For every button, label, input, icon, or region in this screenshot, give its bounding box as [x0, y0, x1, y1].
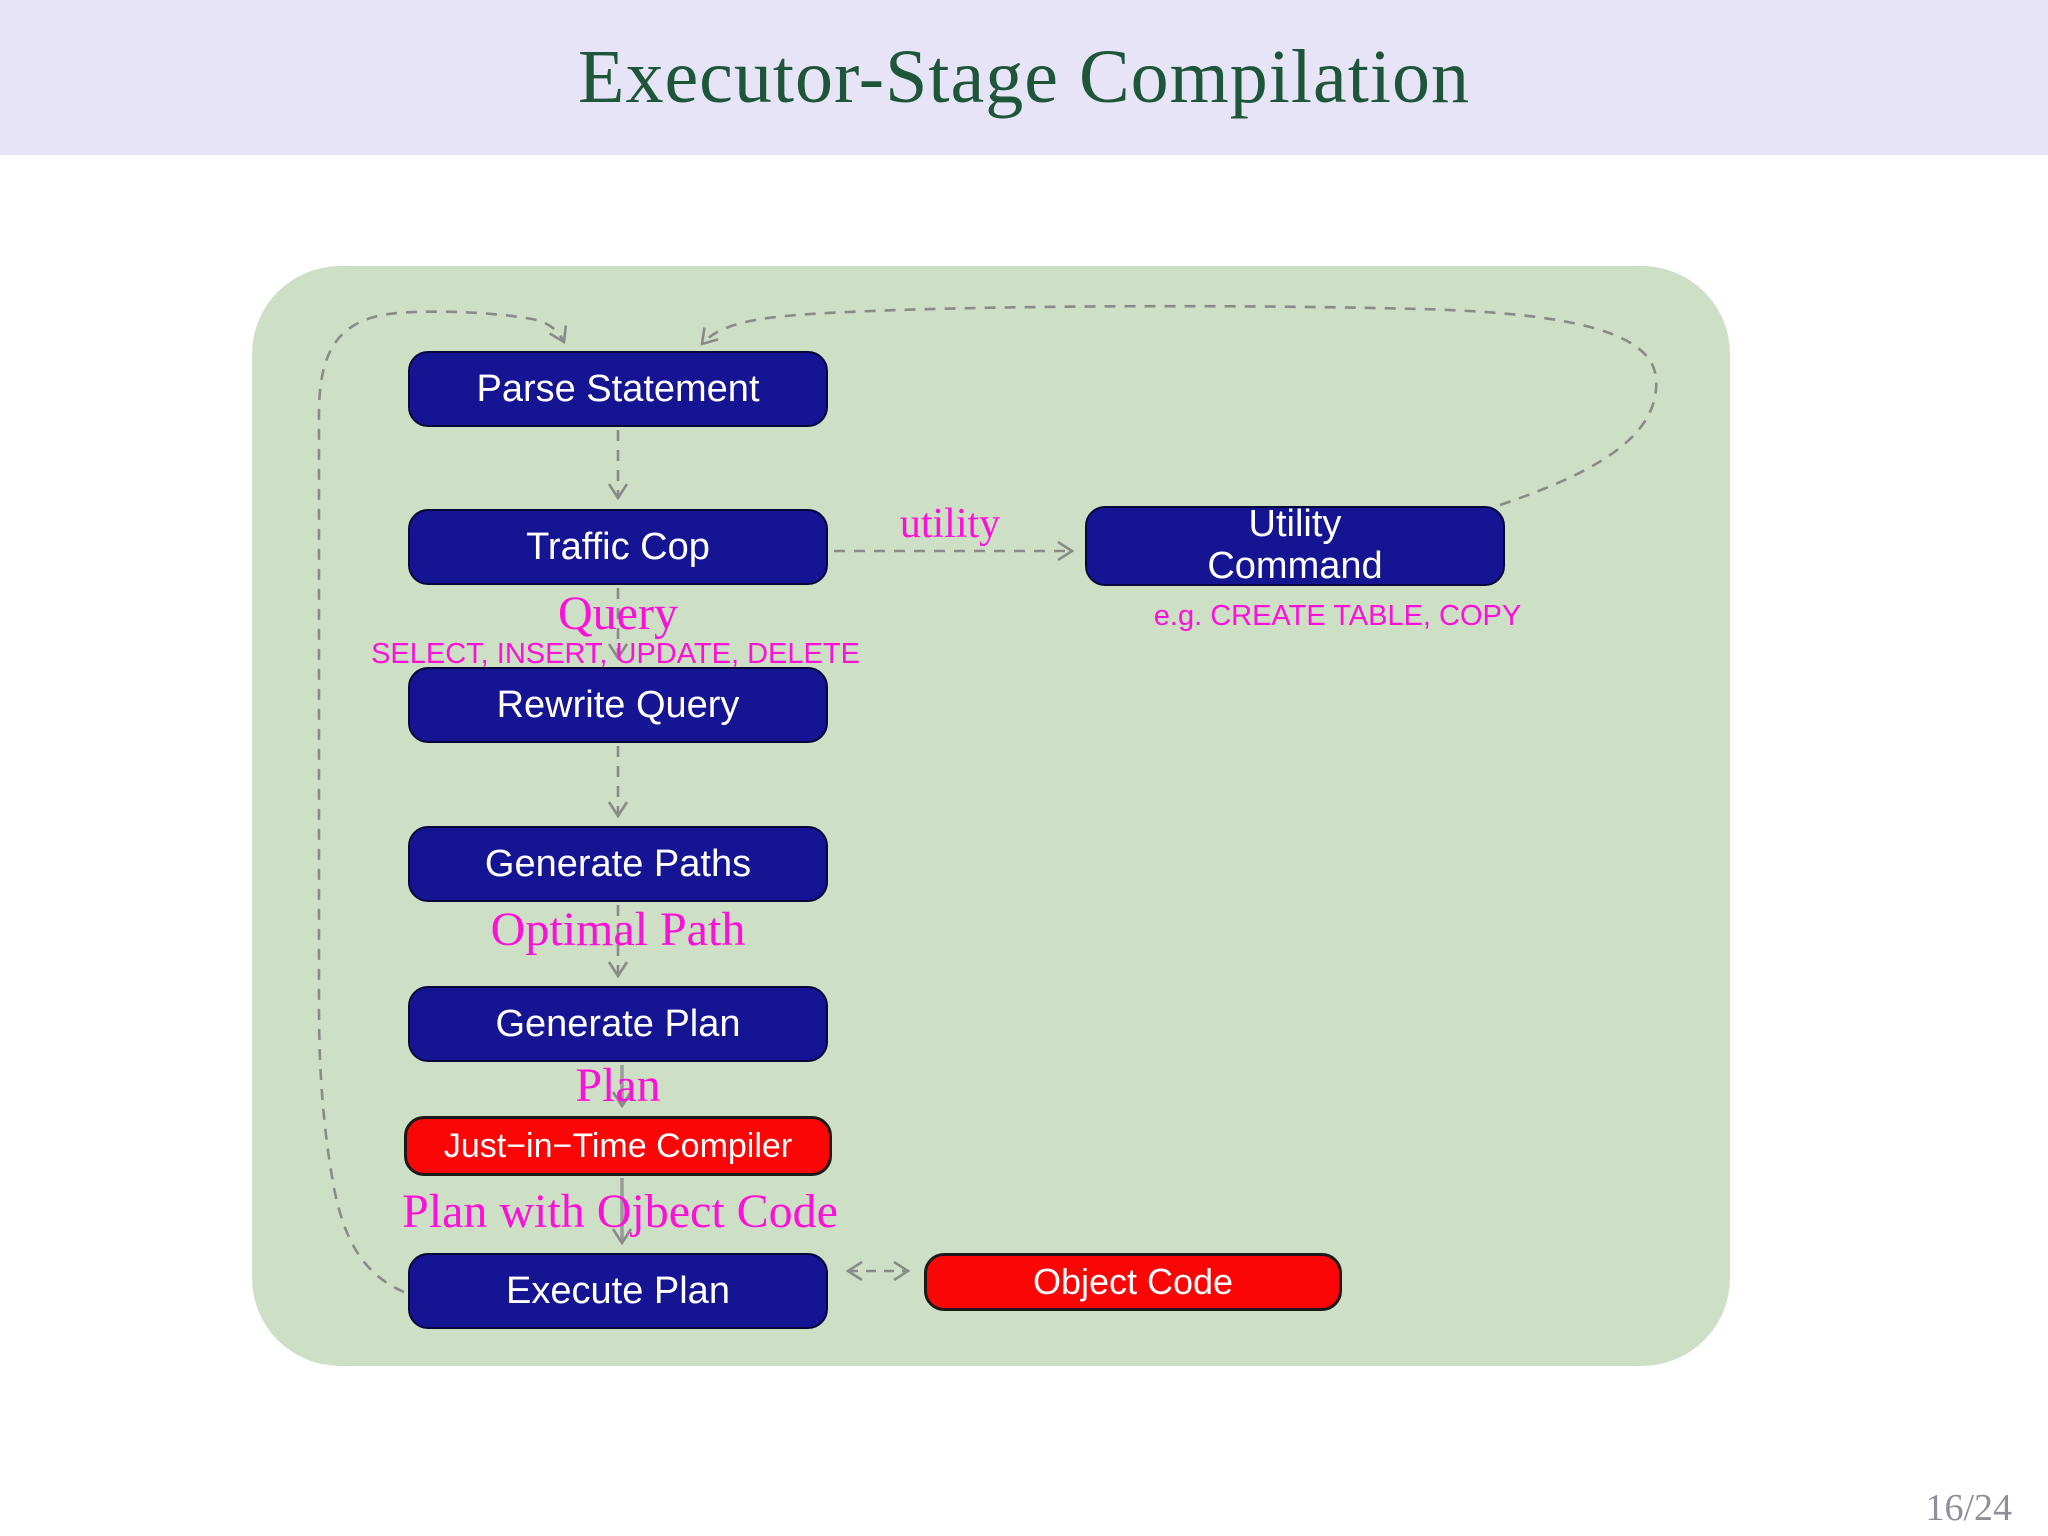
node-jit-compiler: Just−in−Time Compiler [404, 1116, 832, 1176]
title-bar: Executor-Stage Compilation [0, 0, 2048, 155]
node-parse-statement: Parse Statement [408, 351, 828, 427]
node-label: Just−in−Time Compiler [443, 1126, 793, 1165]
node-label: Object Code [1032, 1261, 1234, 1302]
diagram-panel [252, 266, 1730, 1366]
label-plan: Plan [575, 1059, 661, 1112]
arrow-utility-loop-to-parse [702, 304, 1658, 507]
slide-title: Executor-Stage Compilation [578, 35, 1470, 119]
node-traffic-cop: Traffic Cop [408, 509, 828, 585]
node-rewrite-query: Rewrite Query [408, 667, 828, 743]
node-label: Utility Command [1207, 503, 1383, 587]
label-utility: utility [899, 501, 1001, 547]
arrow-execute-loop-to-parse [317, 310, 564, 1294]
page-indicator: 16/24 [1925, 1487, 2012, 1529]
node-label: Parse Statement [476, 367, 760, 410]
node-label: Generate Paths [484, 842, 752, 885]
label-plan-with-object-code: Plan with Ojbect Code [402, 1185, 838, 1238]
node-label: Generate Plan [495, 1002, 741, 1045]
node-label: Traffic Cop [526, 525, 710, 568]
node-generate-paths: Generate Paths [408, 826, 828, 902]
node-object-code: Object Code [924, 1253, 1342, 1311]
label-utility-example: e.g. CREATE TABLE, COPY [1153, 600, 1522, 632]
label-query: Query [558, 587, 678, 640]
node-utility-command: Utility Command [1085, 503, 1505, 587]
node-label: Execute Plan [506, 1269, 730, 1312]
node-generate-plan: Generate Plan [408, 986, 828, 1062]
label-query-detail: SELECT, INSERT, UPDATE, DELETE [371, 638, 860, 670]
node-label: Rewrite Query [496, 683, 740, 726]
node-execute-plan: Execute Plan [408, 1253, 828, 1329]
label-optimal-path: Optimal Path [490, 903, 746, 956]
